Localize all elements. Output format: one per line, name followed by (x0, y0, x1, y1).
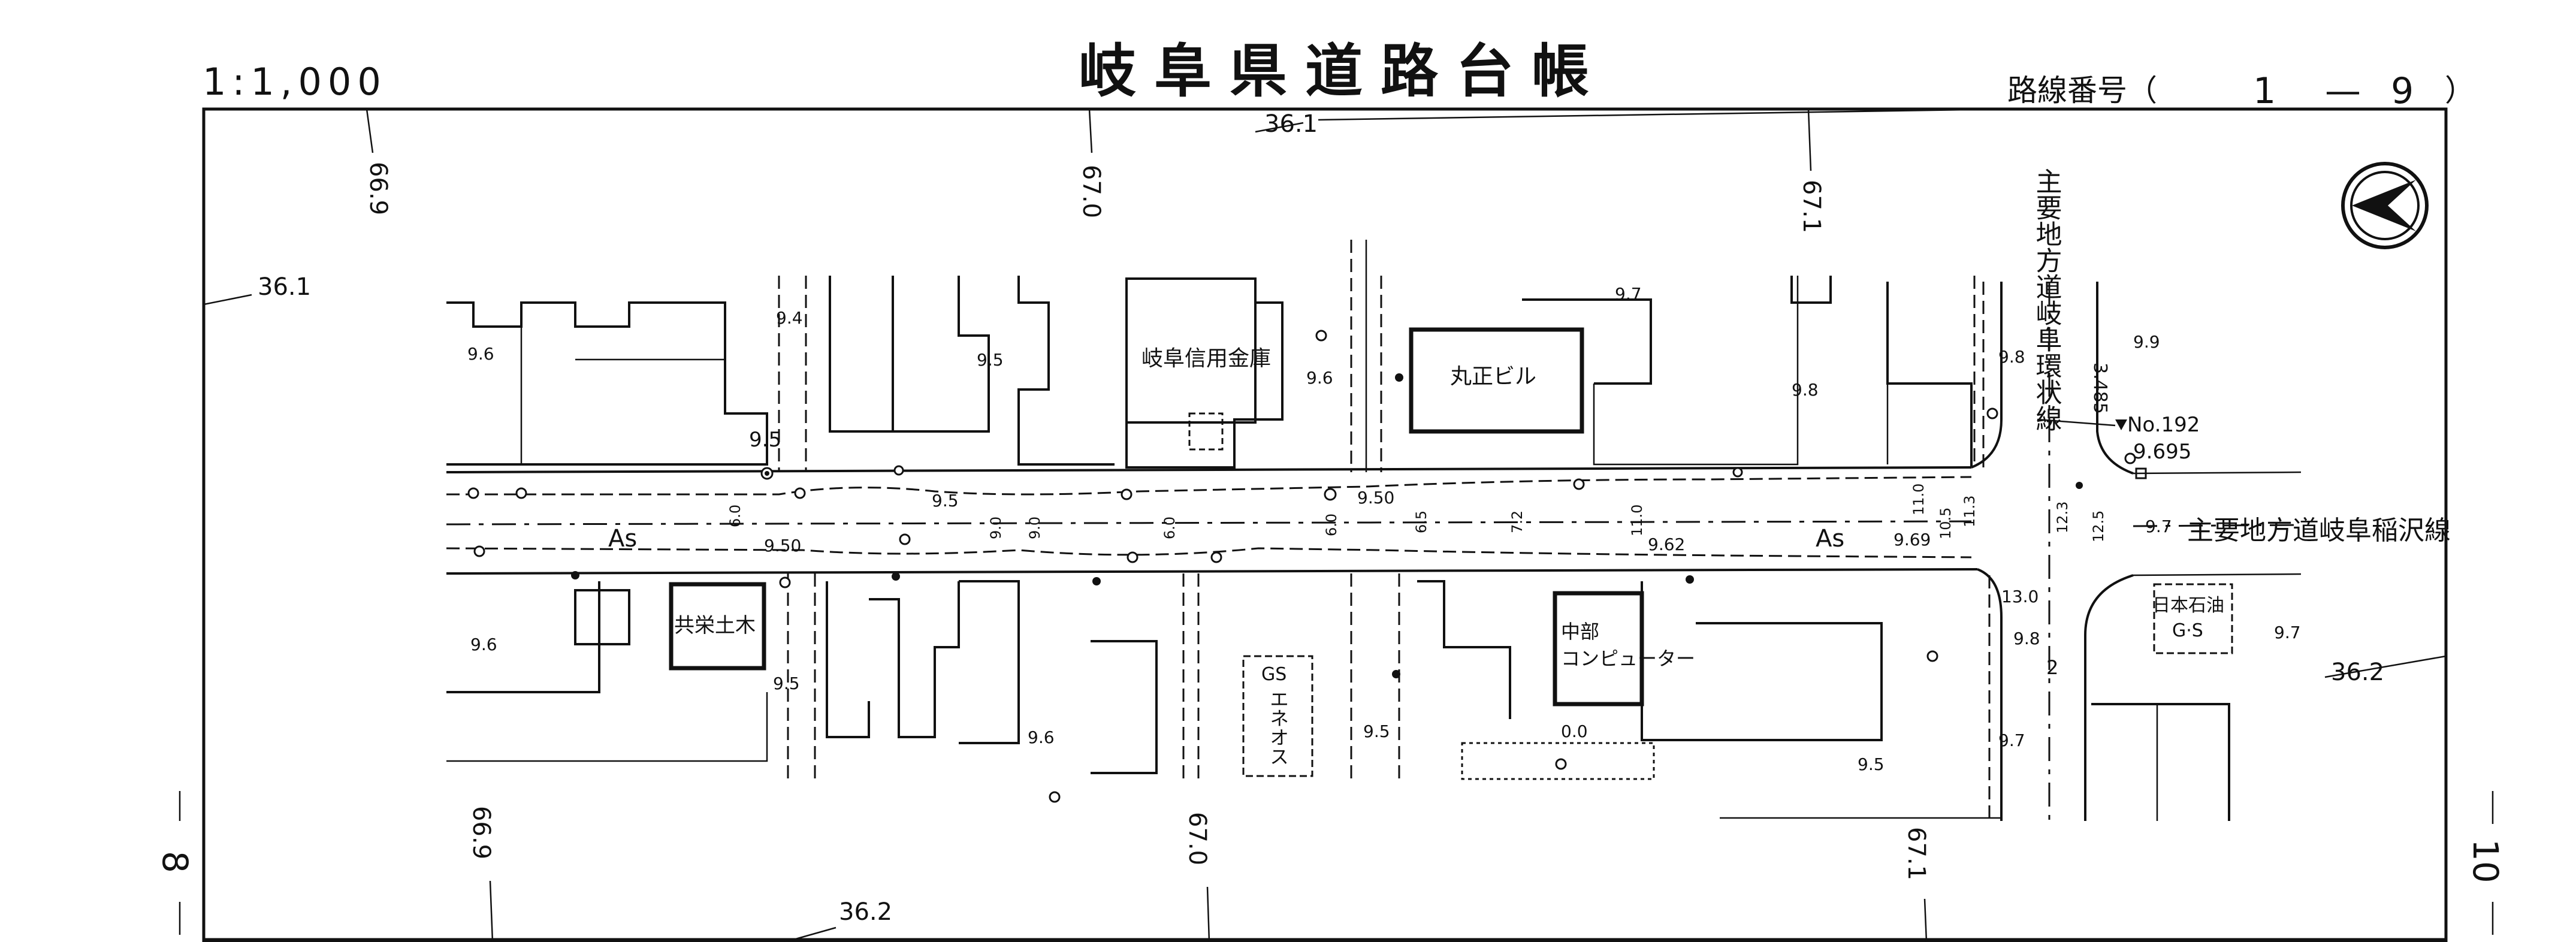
map-frame (202, 107, 2448, 942)
buildings-south: 共栄土木 GS エネオス 中部 コンピューター 日本石油 G·S (446, 580, 2233, 821)
utility-markers (467, 330, 2136, 803)
svg-text:9.4: 9.4 (776, 308, 803, 328)
route-number-sep: — (2325, 70, 2361, 112)
grid-label-e3: 67.1 (1798, 180, 1825, 233)
svg-text:9.6: 9.6 (470, 635, 497, 654)
nisseki-label-1: 日本石油 (2152, 595, 2224, 616)
svg-text:6.0: 6.0 (1323, 514, 1340, 536)
main-road: As As (446, 466, 2302, 576)
grid-label-e2: 67.0 (1077, 165, 1105, 218)
svg-text:9.8: 9.8 (1998, 347, 2025, 367)
svg-text:0.0: 0.0 (1561, 721, 1588, 741)
svg-text:9.5: 9.5 (749, 428, 781, 452)
road-surface-label-1: As (608, 525, 637, 552)
svg-text:10.5: 10.5 (1937, 508, 1954, 539)
page-mark-right: 10 (2465, 839, 2506, 883)
grid-label-n-left: 36.1 (258, 273, 311, 301)
grid-label-n-right: 36.2 (2331, 659, 2384, 686)
svg-text:12.3: 12.3 (2054, 502, 2071, 533)
eneos-label: エネオス (1267, 689, 1289, 766)
svg-text:9.6: 9.6 (1028, 727, 1055, 747)
svg-text:9.7: 9.7 (1998, 730, 2025, 750)
svg-text:9.69: 9.69 (1894, 530, 1931, 550)
svg-text:9.5: 9.5 (932, 491, 959, 511)
buildings-north: 岐阜信用金庫 丸正ビル (446, 276, 1973, 469)
eneos-gs (1242, 655, 1313, 777)
svg-text:6.0: 6.0 (1161, 517, 1178, 539)
grid-label-n-top: 36.1 (1264, 110, 1318, 138)
svg-text:9.50: 9.50 (764, 536, 801, 555)
svg-text:9.5: 9.5 (1363, 721, 1390, 741)
svg-text:9.0: 9.0 (1026, 517, 1043, 539)
marusho-building (1409, 327, 1584, 434)
marusho-label: 丸正ビル (1450, 364, 1536, 389)
svg-text:9.5: 9.5 (977, 350, 1004, 370)
grid-label-e1b: 66.9 (467, 806, 495, 859)
svg-text:6.0: 6.0 (727, 505, 744, 527)
svg-text:9.5: 9.5 (773, 674, 800, 693)
svg-text:2: 2 (2046, 656, 2058, 679)
svg-text:7.2: 7.2 (1509, 511, 1526, 533)
svg-text:9.7: 9.7 (1615, 284, 1642, 304)
svg-text:9.6: 9.6 (467, 344, 494, 364)
road-surface-label-2: As (1816, 525, 1844, 552)
svg-text:9.62: 9.62 (1648, 535, 1685, 554)
chubu-label-1: 中部 (1561, 620, 1599, 643)
chubu-label-2: コンピューター (1561, 647, 1695, 670)
kyoei-building (669, 582, 766, 671)
nisseki-label-2: G·S (2172, 620, 2203, 641)
route-number-b: 9 (2391, 70, 2414, 112)
cross-road: 主要地方道岐阜環状線 主要地方道岐阜稲沢線 (1971, 168, 2451, 821)
svg-text:9.5: 9.5 (1858, 754, 1885, 774)
grid-label-n-bottom: 36.2 (839, 898, 892, 926)
road-widths: 6.0 9.0 9.0 6.0 6.0 6.5 7.2 11.0 11.0 10… (727, 484, 2107, 542)
svg-text:9.7: 9.7 (2274, 623, 2301, 642)
map-title: 岐阜県道路台帳 (1079, 38, 1607, 105)
svg-text:9.50: 9.50 (1357, 488, 1394, 508)
main-route-label: 主要地方道岐阜稲沢線 (2187, 515, 2451, 546)
spot-elevations: 9.6 9.4 9.5 9.6 9.7 9.8 9.8 9.9 9.50 9.5… (467, 284, 2301, 774)
svg-text:13.0: 13.0 (2001, 587, 2039, 606)
benchmark-height: 9.695 (2133, 440, 2191, 464)
grid-label-e1: 66.9 (364, 162, 392, 215)
north-arrow-icon (2341, 162, 2429, 249)
svg-text:6.5: 6.5 (1413, 511, 1430, 533)
bank-building (1125, 277, 1257, 424)
svg-text:11.3: 11.3 (1961, 496, 1978, 527)
svg-text:9.0: 9.0 (987, 517, 1004, 539)
benchmark-offset: 3.485 (2089, 363, 2110, 414)
route-number-label: 路線番号（ (2007, 73, 2157, 108)
svg-text:12.5: 12.5 (2090, 511, 2107, 542)
page-mark-left: 8 (155, 851, 195, 873)
benchmark-id: No.192 (2127, 413, 2200, 437)
scale-label: 1:1,000 (203, 60, 387, 104)
route-number-a: 1 (2253, 70, 2276, 112)
grid-label-e3b: 67.1 (1902, 827, 1930, 880)
svg-text:11.0: 11.0 (1629, 505, 1645, 536)
grid-label-e2b: 67.0 (1183, 812, 1211, 865)
svg-text:9.9: 9.9 (2133, 332, 2160, 352)
svg-text:9.7: 9.7 (2145, 517, 2172, 536)
svg-text:11.0: 11.0 (1910, 484, 1927, 515)
svg-text:9.8: 9.8 (2013, 629, 2040, 648)
chubu-building (1553, 591, 1644, 707)
nisseki-gs (2153, 583, 2233, 654)
cross-route-label: 主要地方道岐阜環状線 (2031, 168, 2062, 431)
gs-label: GS (1261, 664, 1287, 685)
svg-text:9.6: 9.6 (1306, 368, 1333, 388)
bank-label: 岐阜信用金庫 (1141, 346, 1271, 371)
coordinate-grid: 36.1 36.1 36.2 36.2 66.9 67.0 67.1 66.9 … (203, 108, 2447, 942)
route-number-close: ） (2445, 73, 2475, 108)
kyoei-label: 共栄土木 (674, 614, 756, 638)
svg-text:9.8: 9.8 (1792, 380, 1819, 400)
benchmark-marker: No.192 9.695 3.485 (2037, 363, 2200, 479)
